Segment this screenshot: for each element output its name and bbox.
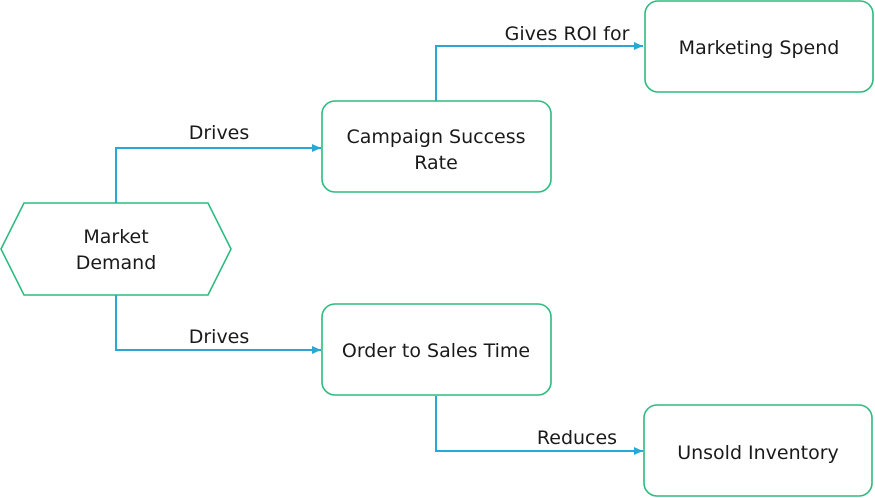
node-campaign-line2: Rate (414, 152, 458, 174)
node-market-demand: Market Demand (0, 202, 232, 296)
edge-order-to-inventory: Reduces (435, 396, 643, 455)
node-unsold-inventory-label: Unsold Inventory (677, 442, 839, 464)
edge-label-drives-order: Drives (189, 326, 250, 348)
node-campaign-success-rate: Campaign Success Rate (321, 100, 552, 193)
edge-demand-to-order: Drives (115, 295, 321, 354)
node-marketing-spend-label: Marketing Spend (679, 37, 840, 59)
node-marketing-spend: Marketing Spend (644, 0, 874, 93)
edge-demand-to-campaign: Drives (115, 122, 321, 203)
node-market-demand-line2: Demand (76, 252, 157, 274)
edge-label-gives-roi: Gives ROI for (505, 23, 630, 45)
node-campaign-line1: Campaign Success (346, 126, 525, 148)
edge-label-reduces: Reduces (537, 427, 617, 449)
edge-campaign-to-spend: Gives ROI for (435, 23, 643, 101)
node-order-to-sales-time: Order to Sales Time (321, 303, 552, 396)
node-unsold-inventory: Unsold Inventory (643, 404, 873, 497)
node-market-demand-line1: Market (83, 226, 148, 248)
edge-label-drives-campaign: Drives (189, 122, 250, 144)
node-order-label: Order to Sales Time (342, 340, 530, 362)
